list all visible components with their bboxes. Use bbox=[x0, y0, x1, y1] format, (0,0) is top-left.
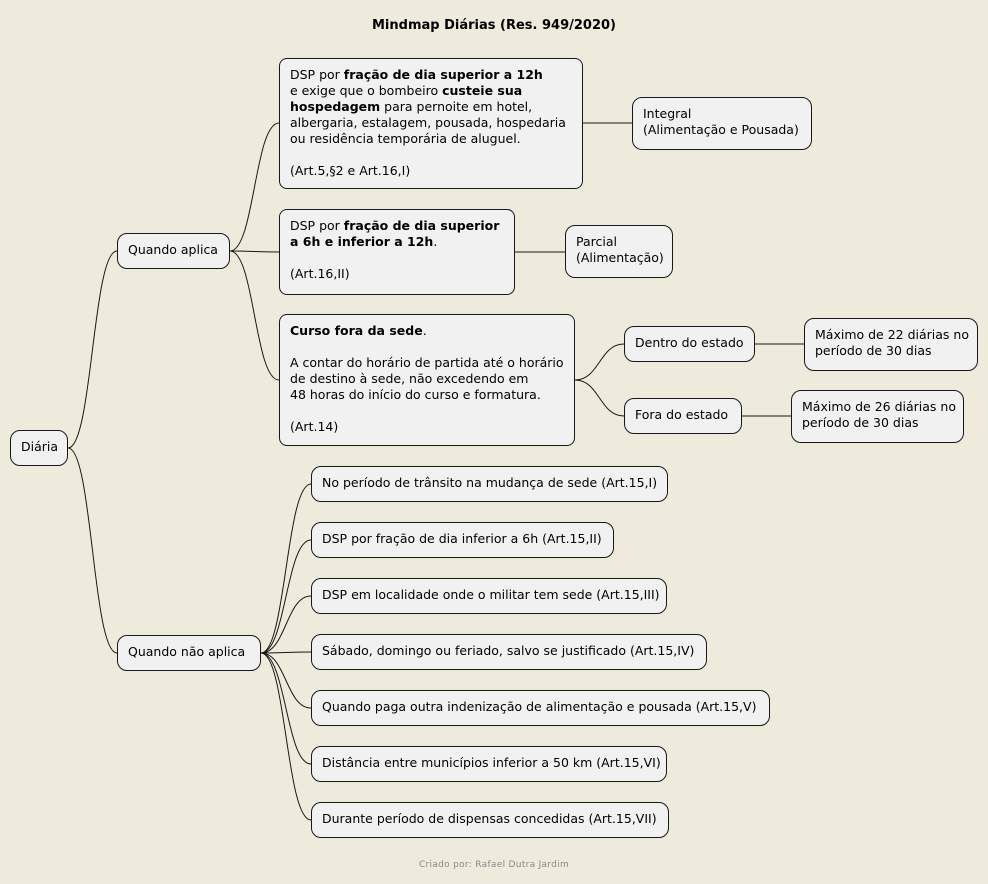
text-bold: hospedagem bbox=[290, 99, 381, 114]
node-fracao-12h: DSP por fração de dia superior a 12h e e… bbox=[279, 58, 583, 189]
text: e exige que o bombeiro bbox=[290, 83, 443, 98]
node-nao-aplica-item: No período de trânsito na mudança de sed… bbox=[311, 466, 668, 502]
text: DSP por bbox=[290, 218, 344, 233]
text: (Art.16,II) bbox=[290, 266, 350, 281]
node-diaria-label: Diária bbox=[21, 439, 59, 454]
node-parcial: Parcial (Alimentação) bbox=[565, 225, 673, 278]
node-quando-aplica: Quando aplica bbox=[117, 233, 230, 269]
node-maximo-22: Máximo de 22 diárias no período de 30 di… bbox=[804, 318, 978, 371]
text: Integral bbox=[643, 106, 692, 121]
connector-line bbox=[260, 652, 312, 821]
connector-line bbox=[260, 651, 312, 654]
text: No período de trânsito na mudança de sed… bbox=[322, 475, 658, 490]
node-diaria: Diária bbox=[10, 430, 68, 466]
text: período de 30 dias bbox=[815, 343, 932, 358]
text: Parcial bbox=[576, 234, 617, 249]
text: de destino à sede, não excedendo em bbox=[290, 371, 529, 386]
connector-line bbox=[260, 483, 312, 654]
connector-line bbox=[67, 447, 118, 654]
text: período de 30 dias bbox=[802, 415, 919, 430]
connector-line bbox=[260, 595, 312, 654]
node-fora-estado: Fora do estado bbox=[624, 398, 742, 434]
text: (Alimentação) bbox=[576, 250, 664, 265]
text: Distância entre municípios inferior a 50… bbox=[322, 755, 661, 770]
connector-line bbox=[260, 652, 312, 709]
node-quando-aplica-label: Quando aplica bbox=[128, 242, 218, 257]
node-nao-aplica-item: Durante período de dispensas concedidas … bbox=[311, 802, 669, 838]
connector-line bbox=[67, 250, 118, 449]
text-bold: fração de dia superior a 12h bbox=[343, 67, 543, 82]
text: para pernoite em hotel, bbox=[380, 99, 533, 114]
node-quando-nao-aplica: Quando não aplica bbox=[117, 635, 261, 671]
connector-line bbox=[574, 343, 625, 381]
text: Máximo de 26 diárias no bbox=[802, 399, 956, 414]
text-bold: fração de dia superior bbox=[343, 218, 500, 233]
connector-line bbox=[260, 652, 312, 765]
text: (Alimentação e Pousada) bbox=[643, 122, 799, 137]
text: 48 horas do início do curso e formatura. bbox=[290, 387, 541, 402]
text: (Art.5,§2 e Art.16,I) bbox=[290, 163, 411, 178]
node-nao-aplica-item: Distância entre municípios inferior a 50… bbox=[311, 746, 667, 782]
text: albergaria, estalagem, pousada, hospedar… bbox=[290, 115, 566, 130]
text: A contar do horário de partida até o hor… bbox=[290, 355, 564, 370]
text: . bbox=[422, 323, 427, 338]
connector-line bbox=[229, 122, 280, 252]
text: Fora do estado bbox=[635, 407, 729, 422]
node-nao-aplica-item: DSP por fração de dia inferior a 6h (Art… bbox=[311, 522, 614, 558]
node-nao-aplica-item: Quando paga outra indenização de aliment… bbox=[311, 690, 770, 726]
text: DSP por fração de dia inferior a 6h (Art… bbox=[322, 531, 602, 546]
text: Máximo de 22 diárias no bbox=[815, 327, 969, 342]
text: DSP por bbox=[290, 67, 344, 82]
text-bold: a 6h e inferior a 12h bbox=[290, 234, 434, 249]
text: DSP em localidade onde o militar tem sed… bbox=[322, 587, 660, 602]
connector-line bbox=[574, 379, 625, 417]
text-bold: custeie sua bbox=[442, 83, 523, 98]
node-nao-aplica-item: Sábado, domingo ou feriado, salvo se jus… bbox=[311, 634, 707, 670]
node-maximo-26: Máximo de 26 diárias no período de 30 di… bbox=[791, 390, 964, 443]
footer-credit: Criado por: Rafael Dutra Jardim bbox=[418, 860, 570, 870]
node-integral: Integral (Alimentação e Pousada) bbox=[632, 97, 812, 150]
diagram-title: Mindmap Diárias (Res. 949/2020) bbox=[371, 18, 616, 33]
connector-line bbox=[260, 539, 312, 654]
node-curso-fora-sede: Curso fora da sede. A contar do horário … bbox=[279, 314, 575, 446]
node-fracao-6h: DSP por fração de dia superior a 6h e in… bbox=[279, 209, 515, 295]
node-nao-aplica-item: DSP em localidade onde o militar tem sed… bbox=[311, 578, 667, 614]
text: Sábado, domingo ou feriado, salvo se jus… bbox=[322, 643, 695, 658]
text: Quando paga outra indenização de aliment… bbox=[322, 699, 757, 714]
text: Durante período de dispensas concedidas … bbox=[322, 811, 657, 826]
node-quando-nao-aplica-label: Quando não aplica bbox=[128, 644, 246, 659]
connector-line bbox=[229, 250, 280, 381]
text-bold: Curso fora da sede bbox=[290, 323, 423, 338]
text: (Art.14) bbox=[290, 419, 339, 434]
text: Dentro do estado bbox=[635, 335, 744, 350]
connector-line bbox=[229, 250, 280, 253]
text: . bbox=[433, 234, 438, 249]
node-dentro-estado: Dentro do estado bbox=[624, 326, 755, 362]
text: ou residência temporária de aluguel. bbox=[290, 131, 521, 146]
